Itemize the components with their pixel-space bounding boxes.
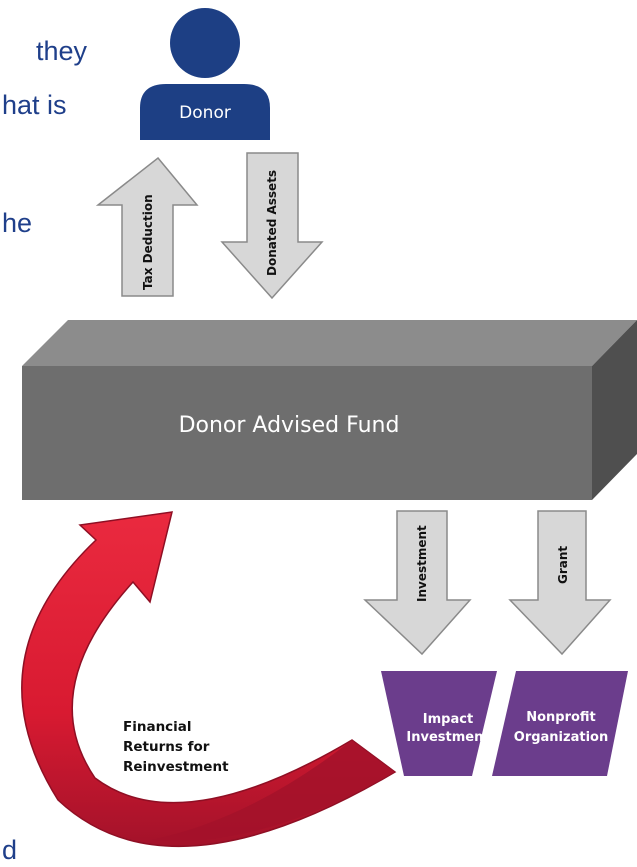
fund-box-top — [22, 320, 637, 366]
text-fragment-d: d — [2, 835, 18, 865]
red-arrow-tail-shade — [150, 740, 395, 842]
returns-line2: Returns for — [123, 739, 210, 755]
donor-icon: Donor — [140, 8, 270, 140]
text-fragment-he: he — [2, 208, 33, 238]
nonprofit-label-line1: Nonprofit — [526, 710, 596, 725]
text-fragment-that-is: hat is — [2, 90, 67, 120]
financial-returns-label: Financial Returns for Reinvestment — [123, 719, 229, 775]
text-fragment-they: they — [36, 36, 88, 66]
investment-arrow: Investment — [363, 510, 472, 656]
fund-box-front — [22, 366, 592, 500]
nonprofit-label-line2: Organization — [514, 730, 608, 745]
fund-box-side — [592, 320, 637, 500]
grant-label: Grant — [556, 546, 570, 584]
donor-body — [140, 84, 270, 140]
donor-advised-fund-box: Donor Advised Fund — [22, 320, 637, 500]
red-arrow-shape — [21, 511, 397, 848]
donated-assets-label: Donated Assets — [265, 170, 279, 276]
impact-label-line1: Impact — [423, 712, 473, 727]
impact-label-line2: Investment — [406, 730, 489, 745]
donor-head — [170, 8, 240, 78]
tax-deduction-label: Tax Deduction — [141, 194, 155, 290]
returns-curved-arrow — [21, 511, 397, 848]
grant-arrow: Grant — [508, 510, 612, 656]
donor-label: Donor — [179, 103, 231, 123]
returns-line3: Reinvestment — [123, 759, 229, 775]
fund-label: Donor Advised Fund — [179, 413, 400, 438]
donated-assets-arrow: Donated Assets — [220, 152, 324, 300]
returns-line1: Financial — [123, 719, 192, 735]
investment-label: Investment — [415, 525, 429, 602]
impact-investment-box: Impact Investment — [381, 671, 497, 776]
nonprofit-organization-box: Nonprofit Organization — [492, 671, 628, 776]
tax-deduction-arrow: Tax Deduction — [95, 156, 199, 297]
